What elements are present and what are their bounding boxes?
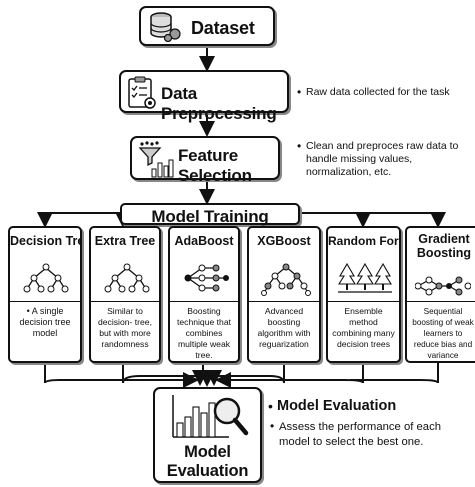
arrow-to-gradient-boosting: [300, 212, 446, 228]
model-card-extra-tree: Extra Tree Similar to decision- tree, bu…: [89, 226, 161, 363]
model-name: XGBoost: [257, 234, 311, 248]
dataset-label: Dataset: [191, 18, 255, 38]
card-divider: [91, 301, 159, 302]
tree-cluster-icon: [261, 263, 311, 296]
forest-icon: [338, 262, 392, 293]
model-card-adaboost: AdaBoost Boosting technique that combine…: [168, 226, 240, 363]
model-name: Extra Tree: [94, 234, 156, 248]
preprocessing-note: Raw data collected for the task: [306, 86, 450, 98]
model-training-label: Model Training: [151, 207, 269, 226]
arrow-to-decision-tree: [37, 212, 120, 228]
model-training-box: Model Training: [120, 203, 300, 226]
tree-icon: [23, 263, 69, 293]
evaluation-description: Assess the performance of each model to …: [279, 421, 442, 448]
model-description: Advanced boosting algorithm with reguari…: [257, 306, 311, 349]
model-name: Gradient Boosting: [416, 232, 472, 260]
model-evaluation-label: Model Evaluation: [166, 443, 249, 480]
feature-selection-note: Clean and preproces raw data to handle m…: [306, 140, 459, 178]
model-description: Boosting technique that combines multipl…: [177, 306, 231, 360]
model-name: AdaBoost: [174, 234, 234, 248]
model-card-xgboost: XGBoost Advanced boosting algorithm with…: [247, 226, 321, 363]
card-divider: [10, 301, 80, 302]
preprocessing-box: Data Preprocessing: [119, 70, 289, 123]
tree-icon: [104, 263, 150, 293]
card-divider: [170, 301, 238, 302]
card-divider: [249, 301, 319, 302]
model-card-gradient-boosting: Gradient Boosting Sequential boosting of…: [405, 226, 475, 363]
preprocessing-note-bullet: •: [297, 85, 302, 99]
feature-selection-label: Feature Selection: [178, 146, 252, 185]
evaluation-heading-bullet: •: [268, 398, 273, 414]
feature-selection-box: Feature Selection: [130, 136, 280, 185]
boosting-chain-icon: [415, 276, 471, 296]
model-card-decision-tree: Decision Tree • A single decision tree m…: [8, 226, 82, 363]
evaluation-heading: Model Evaluation: [277, 398, 397, 414]
model-evaluation-box: Model Evaluation: [153, 387, 262, 483]
checklist-icon: [127, 76, 157, 115]
preprocessing-label: Data Preprocessing: [161, 84, 277, 123]
boosting-flow-icon: [184, 264, 229, 292]
evaluation-desc-bullet: •: [270, 419, 275, 433]
dataset-box: Dataset: [139, 6, 275, 46]
model-description: Similar to decision- tree, but with more…: [98, 306, 152, 349]
funnel-chart-icon: [138, 141, 174, 184]
card-divider: [328, 301, 399, 302]
model-name: Decision Tree: [10, 234, 80, 248]
database-icon: [149, 12, 183, 47]
card-divider: [407, 301, 475, 302]
model-description: Ensemble method combining many decision …: [332, 306, 395, 349]
model-card-random-forest: Random Forest Ensemble method combining …: [326, 226, 401, 363]
chart-magnifier-icon: [169, 393, 251, 446]
model-description: Sequential boosting of weak learners to …: [412, 307, 474, 360]
model-name: Random Forest: [328, 234, 399, 248]
model-description: • A single decision tree model: [19, 306, 71, 338]
arrow-to-random-forest: [300, 212, 371, 228]
feature-note-bullet: •: [297, 139, 302, 153]
